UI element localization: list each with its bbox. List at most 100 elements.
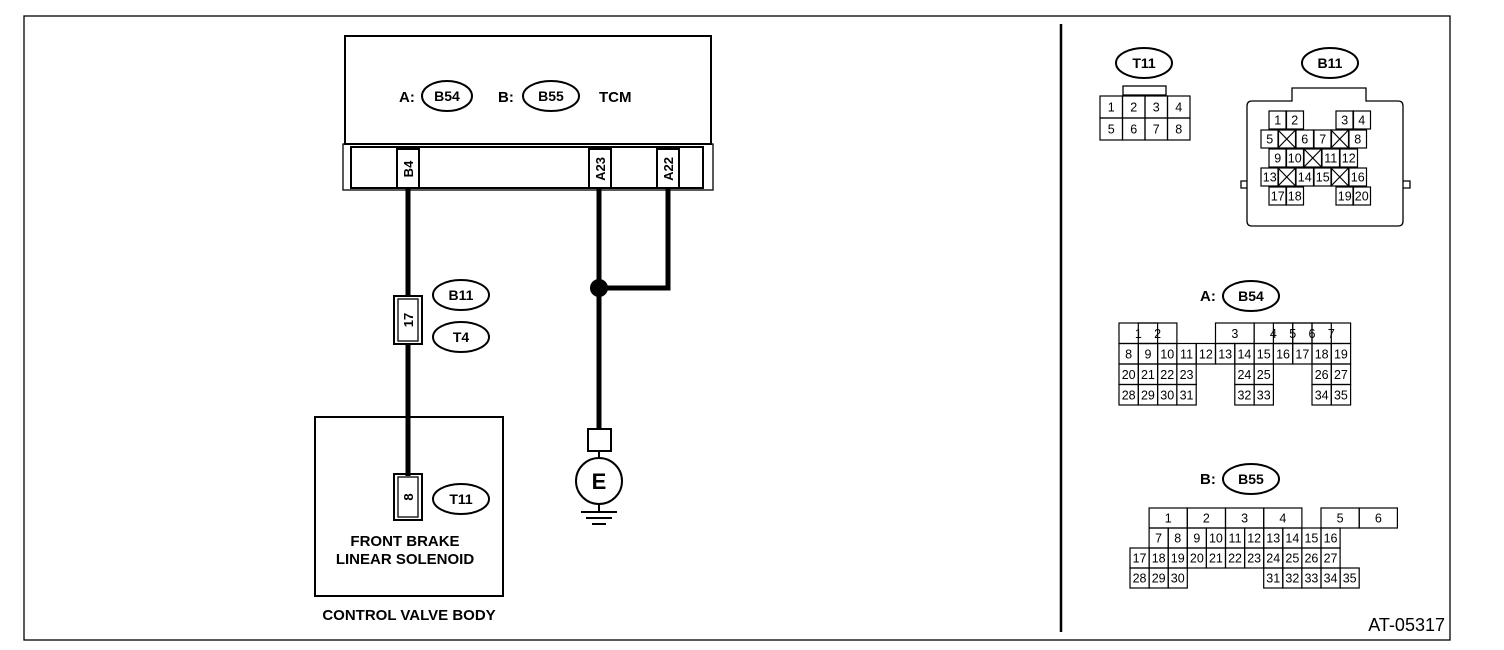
pin-cell	[1253, 383, 1274, 406]
b55-pin: 13	[1266, 532, 1280, 546]
b54-pin: 34	[1315, 388, 1329, 402]
b55-pin: 32	[1285, 572, 1299, 586]
b55-pin: 34	[1324, 572, 1338, 586]
b11-pin: 2	[1291, 114, 1298, 128]
ground-symbol: E	[575, 428, 623, 525]
pin-cell	[1176, 383, 1197, 406]
t11-title: T11	[1132, 55, 1156, 71]
solenoid-pin: 8	[401, 493, 416, 500]
b55-pin: 33	[1304, 572, 1318, 586]
b11-pin: 4	[1358, 114, 1365, 128]
pin-cell	[1285, 186, 1305, 206]
tcm-conn-b-oval	[522, 80, 580, 112]
joint-conn-bottom: T4	[453, 329, 470, 345]
b55-prefix: B:	[1200, 471, 1216, 488]
b55-pin: 10	[1209, 532, 1223, 546]
joint-pin: 17	[401, 313, 416, 327]
pin-cell	[1358, 507, 1398, 529]
b54-pin: 8	[1125, 347, 1132, 361]
b11-pin: 6	[1301, 133, 1308, 147]
b54-pin: 10	[1160, 347, 1174, 361]
joint-conn-top: B11	[449, 287, 474, 303]
b11-pin: 13	[1263, 171, 1277, 185]
t11-pin: 2	[1130, 101, 1137, 115]
b54-pin: 24	[1237, 368, 1251, 382]
b54-pin: 12	[1199, 347, 1213, 361]
b55-pin: 35	[1343, 572, 1357, 586]
figure-id: AT-05317	[1368, 615, 1445, 635]
b55-pin: 14	[1285, 532, 1299, 546]
t11-pin: 4	[1175, 101, 1182, 115]
tcm-conn-a: B54	[434, 88, 460, 104]
b54-pin: 13	[1218, 347, 1232, 361]
b54-pin: 30	[1160, 388, 1174, 402]
b54-pin: 35	[1334, 388, 1348, 402]
diagram-frame	[23, 15, 1451, 641]
b55-pin: 22	[1228, 552, 1242, 566]
b11-pin: 15	[1316, 171, 1330, 185]
b55-pin: 30	[1171, 572, 1185, 586]
b54-prefix: A:	[1200, 288, 1216, 305]
b55-pin: 11	[1229, 532, 1242, 546]
b54-title: B54	[1238, 288, 1264, 304]
b54-pin: 31	[1180, 388, 1194, 402]
b54-pin: 23	[1180, 368, 1194, 382]
b11-pin: 12	[1342, 152, 1356, 166]
wire-a22-to-junction	[599, 188, 671, 291]
b55-pin: 24	[1266, 552, 1280, 566]
tcm-conn-b: B55	[538, 88, 564, 104]
tcm-name: TCM	[599, 89, 632, 106]
pin-cell	[1352, 186, 1372, 206]
pin-cell	[1348, 129, 1368, 149]
b55-pin: 9	[1193, 532, 1200, 546]
b55-pin: 31	[1266, 572, 1280, 586]
t11-pin: 8	[1175, 123, 1182, 137]
b54-pin: 28	[1122, 388, 1136, 402]
b11-title: B11	[1318, 55, 1343, 71]
b11-pin: 18	[1288, 190, 1302, 204]
tcm-pin-a22: A22	[661, 157, 676, 181]
b55-pin: 29	[1152, 572, 1166, 586]
pin-cell	[1339, 567, 1360, 589]
b55-pin: 8	[1174, 532, 1181, 546]
b54-pin: 2	[1154, 327, 1161, 341]
b11-pin: 11	[1324, 152, 1337, 166]
tcm-prefix-a: A:	[399, 89, 415, 106]
b55-pin: 17	[1133, 552, 1147, 566]
blank-pin-cross	[1303, 148, 1322, 168]
b11-pin: 14	[1298, 171, 1312, 185]
tcm-pin-b4: B4	[401, 160, 416, 177]
pin-cell	[1352, 110, 1372, 130]
solenoid-name-line2: LINEAR SOLENOID	[336, 551, 475, 568]
b54-pin: 21	[1141, 368, 1155, 382]
t11-pin: 3	[1153, 101, 1160, 115]
b55-pin: 7	[1155, 532, 1162, 546]
b54-pin: 27	[1334, 368, 1348, 382]
t11-pin: 5	[1108, 123, 1115, 137]
tcm-prefix-b: B:	[498, 89, 514, 106]
b54-pin: 7	[1328, 327, 1335, 341]
t11-pin: 6	[1130, 123, 1137, 137]
b54-pin: 18	[1315, 347, 1329, 361]
b55-pin: 23	[1247, 552, 1261, 566]
tcm-pin-a23: A23	[593, 157, 608, 181]
solenoid-conn: T11	[449, 491, 473, 507]
b55-pin: 3	[1241, 512, 1248, 526]
b11-pin: 20	[1355, 190, 1369, 204]
tcm-unit: A: B54 B: B55 TCM B4 A23 A22	[342, 35, 714, 191]
b55-pin: 26	[1304, 552, 1318, 566]
b54-pin: 9	[1144, 347, 1151, 361]
b11-pin: 10	[1288, 152, 1302, 166]
blank-pin-cross	[1277, 129, 1296, 149]
control-valve-body: 8 T11 FRONT BRAKE LINEAR SOLENOID CONTRO…	[314, 416, 504, 624]
b54-pin: 33	[1257, 388, 1271, 402]
b55-pin: 1	[1165, 512, 1172, 526]
b54-pin: 25	[1257, 368, 1271, 382]
b54-pin: 15	[1257, 347, 1271, 361]
b11-pin: 19	[1338, 190, 1352, 204]
pin-cell	[1167, 567, 1188, 589]
b54-pin: 17	[1295, 347, 1309, 361]
